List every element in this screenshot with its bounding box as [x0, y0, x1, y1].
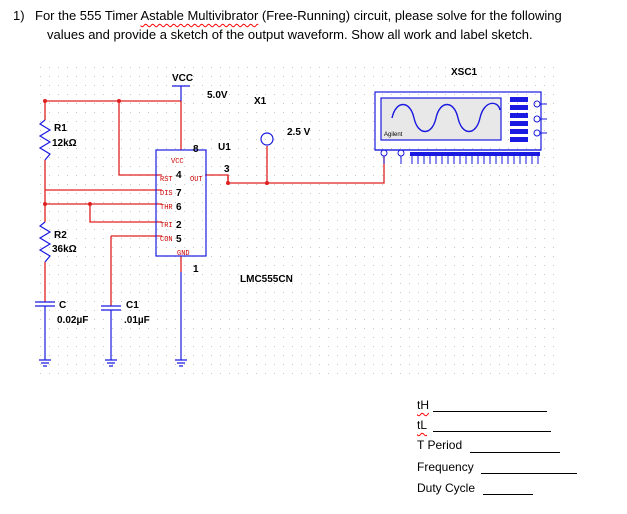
pin-label-tri: TRI [160, 222, 173, 230]
ground-symbol-ic [175, 272, 187, 367]
pin-number-3: 3 [224, 164, 230, 175]
capacitor-c [35, 301, 55, 360]
vcc-source [172, 85, 190, 101]
r1-resistor [38, 119, 52, 161]
ground-symbol-c [39, 359, 51, 367]
question-line-2: values and provide a sketch of the outpu… [47, 27, 533, 42]
pin-label-vcc: VCC [171, 158, 184, 166]
frequency-answer-blank[interactable] [481, 473, 577, 474]
pin-label-gnd: GND [177, 250, 190, 258]
pin-label-rst: RST [160, 176, 173, 184]
pin-label-dis: DIS [160, 190, 173, 198]
oscilloscope-trace [391, 102, 501, 133]
circuit-components [35, 85, 542, 367]
duty-cycle-label: Duty Cycle [417, 481, 476, 495]
pin-label-out: OUT [190, 176, 203, 184]
c1-value: .01µF [124, 315, 150, 326]
r1-label: R1 [54, 123, 67, 134]
pin-label-con: CON [160, 236, 173, 244]
ic-name-label: LMC555CN [240, 274, 293, 285]
pin-number-4: 4 [176, 170, 182, 181]
astable-multivibrator-term: Astable Multivibrator [140, 8, 259, 23]
pin-number-2: 2 [176, 220, 182, 231]
pin-number-5: 5 [176, 234, 182, 245]
x1-value: 2.5 V [287, 127, 311, 138]
vcc-value: 5.0V [207, 90, 228, 101]
r2-value: 36kΩ [52, 244, 77, 255]
x1-label: X1 [254, 96, 267, 107]
x1-probe [260, 132, 274, 146]
oscilloscope-pin-heads [410, 152, 540, 156]
question-number: 1) [13, 8, 25, 23]
u1-label: U1 [218, 142, 231, 153]
tl-label: tL [417, 418, 428, 432]
pin-number-6: 6 [176, 202, 182, 213]
circuit-wires [44, 100, 385, 306]
question-line-1: For the 555 Timer Astable Multivibrator … [35, 8, 562, 23]
scope-label: XSC1 [451, 67, 478, 78]
duty-cycle-answer-blank[interactable] [483, 494, 533, 495]
ground-symbol-c1 [105, 359, 117, 367]
pin-label-thr: THR [160, 204, 173, 212]
tl-answer-blank[interactable] [433, 431, 551, 432]
pin-number-7: 7 [176, 188, 182, 199]
pin-number-8: 8 [193, 144, 199, 155]
c-label: C [59, 300, 66, 311]
junction-dots [43, 99, 269, 206]
period-answer-blank[interactable] [470, 452, 560, 453]
period-label: T Period [417, 438, 463, 452]
r2-resistor [38, 221, 52, 263]
capacitor-c1 [101, 305, 121, 360]
c1-label: C1 [126, 300, 139, 311]
scope-brand: Agilent [384, 132, 403, 138]
th-label: tH [417, 398, 429, 412]
r1-value: 12kΩ [52, 138, 77, 149]
r2-label: R2 [54, 230, 67, 241]
c-value: 0.02µF [57, 315, 88, 326]
oscilloscope-probe-pins [411, 152, 539, 164]
vcc-label: VCC [172, 73, 193, 84]
ic-555-body [155, 149, 207, 257]
frequency-label: Frequency [417, 460, 474, 474]
oscilloscope-terminals [380, 100, 547, 164]
th-answer-blank[interactable] [433, 411, 547, 412]
oscilloscope-controls [510, 97, 528, 142]
pin-number-1: 1 [193, 264, 199, 275]
